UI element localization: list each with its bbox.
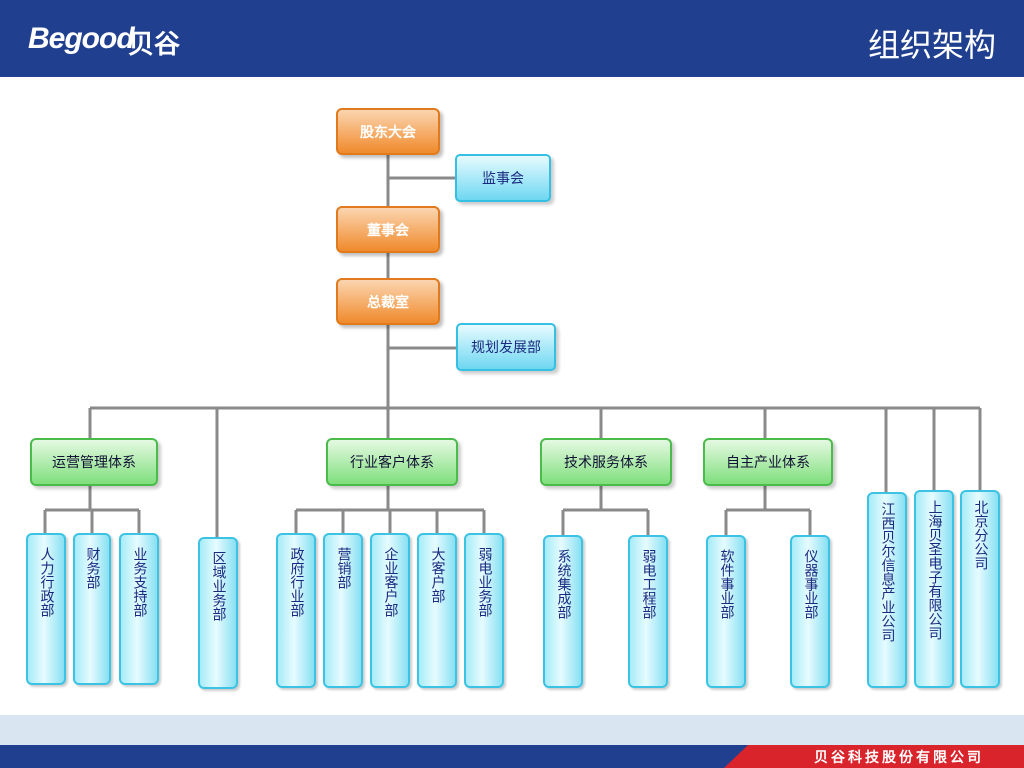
- subsidiary-jiangxi: 江西贝尔信息产业公司: [867, 492, 907, 688]
- footer-accent: [724, 745, 1024, 768]
- footer-company-name: 贝谷科技股份有限公司: [814, 750, 984, 766]
- dept-software: 软件事业部: [706, 535, 746, 688]
- logo-chinese: 贝谷: [128, 30, 181, 60]
- dept-enterprise-client: 企业客户部: [370, 533, 410, 688]
- dept-instruments: 仪器事业部: [790, 535, 830, 688]
- dept-low-voltage-engineering: 弱电工程部: [628, 535, 668, 688]
- supervisory-board-box: 监事会: [455, 154, 551, 202]
- operations-system-box: 运营管理体系: [30, 438, 158, 486]
- planning-dept-box: 规划发展部: [456, 323, 556, 371]
- dept-marketing: 营销部: [323, 533, 363, 688]
- dept-business-support: 业务支持部: [119, 533, 159, 685]
- dept-hr-admin: 人力行政部: [26, 533, 66, 685]
- dept-finance: 财务部: [73, 533, 111, 685]
- president-office-box: 总裁室: [336, 278, 440, 325]
- shareholders-meeting-box: 股东大会: [336, 108, 440, 155]
- own-industry-system-box: 自主产业体系: [703, 438, 833, 486]
- board-of-directors-box: 董事会: [336, 206, 440, 253]
- logo: Begood: [28, 22, 135, 55]
- header-bar: Begood 贝谷 组织架构: [0, 0, 1024, 77]
- dept-low-voltage-business: 弱电业务部: [464, 533, 504, 688]
- dept-regional-business: 区域业务部: [198, 537, 238, 689]
- industry-client-system-box: 行业客户体系: [326, 438, 458, 486]
- dept-key-account: 大客户部: [417, 533, 457, 688]
- footer-band: [0, 715, 1024, 745]
- dept-system-integration: 系统集成部: [543, 535, 583, 688]
- tech-service-system-box: 技术服务体系: [540, 438, 672, 486]
- dept-government-industry: 政府行业部: [276, 533, 316, 688]
- page-title: 组织架构: [867, 26, 996, 64]
- subsidiary-shanghai: 上海贝圣电子有限公司: [914, 490, 954, 688]
- branch-beijing: 北京分公司: [960, 490, 1000, 688]
